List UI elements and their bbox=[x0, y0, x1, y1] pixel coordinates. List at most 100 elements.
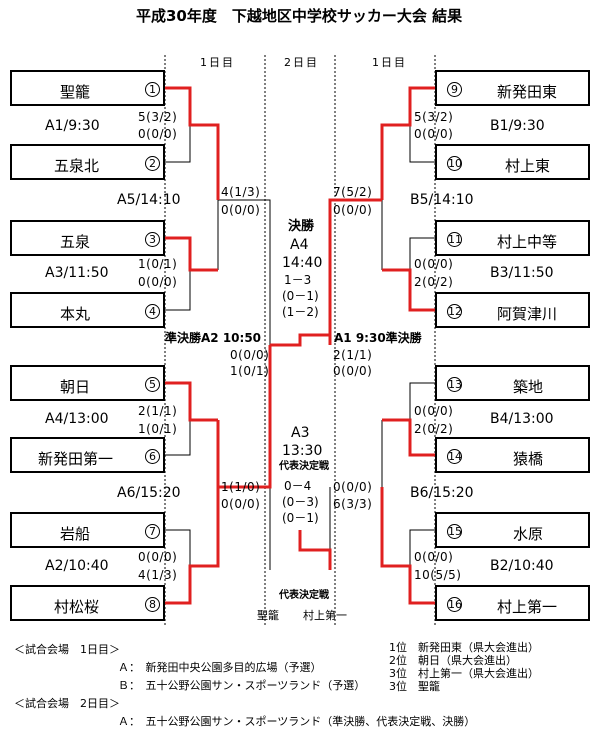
score: 5(3/2) bbox=[138, 110, 178, 124]
score: 5(3/2) bbox=[414, 110, 454, 124]
team-box: 16 村上第一 bbox=[435, 585, 590, 621]
team-box: 岩船 7 bbox=[10, 512, 165, 548]
day-label-right: 1日目 bbox=[372, 56, 407, 69]
match-label: B5/14:10 bbox=[410, 192, 474, 208]
team-box: 15 水原 bbox=[435, 512, 590, 548]
score: 0(0/0) bbox=[221, 203, 261, 217]
venue-day1-b: Ｂ： 五十公野公園サン・スポーツランド（予選） bbox=[118, 679, 366, 692]
score: 0(0/0) bbox=[333, 480, 373, 494]
seed-number: 1 bbox=[145, 82, 160, 97]
score: 0(0/0) bbox=[333, 203, 373, 217]
seed-number: 4 bbox=[145, 304, 160, 319]
team-box: 12 阿賀津川 bbox=[435, 292, 590, 328]
match-label: B6/15:20 bbox=[410, 485, 474, 501]
day-label-left: 1日目 bbox=[200, 56, 235, 69]
team-box: 11 村上中等 bbox=[435, 220, 590, 256]
score: 1(0/1) bbox=[230, 364, 270, 378]
seed-number: 12 bbox=[447, 304, 462, 319]
seed-number: 15 bbox=[447, 524, 462, 539]
semifinal-left-label: 準決勝A2 10:50 bbox=[165, 331, 262, 345]
score: 0(0/0) bbox=[221, 497, 261, 511]
team-name: 阿賀津川 bbox=[497, 305, 558, 323]
team-name: 朝日 bbox=[60, 378, 91, 396]
team-name: 五泉北 bbox=[54, 157, 100, 175]
score: 10(5/5) bbox=[414, 568, 462, 582]
playoff-label-bottom: 代表決定戦 bbox=[279, 590, 329, 601]
score: 2(0/2) bbox=[414, 422, 454, 436]
score: 0(0/0) bbox=[414, 550, 454, 564]
loser-lines bbox=[165, 125, 435, 570]
final-label: 決勝 bbox=[288, 219, 315, 234]
team-name: 水原 bbox=[513, 525, 544, 543]
final-score: 1－3 bbox=[284, 273, 312, 287]
day-label-center: 2日目 bbox=[284, 56, 319, 69]
team-box: 13 築地 bbox=[435, 365, 590, 401]
team-box: 新発田第一 6 bbox=[10, 437, 165, 473]
score: 7(5/2) bbox=[333, 185, 373, 199]
team-name: 村上東 bbox=[505, 157, 551, 175]
playoff-half2: (0－1) bbox=[282, 511, 319, 525]
seed-number: 6 bbox=[145, 449, 160, 464]
semifinal-right-label: A1 9:30準決勝 bbox=[334, 331, 422, 345]
team-box: 9 新発田東 bbox=[435, 70, 590, 106]
venue-day1-a: Ａ： 新発田中央公園多目的広場（予選） bbox=[118, 661, 322, 674]
team-name: 猿橋 bbox=[513, 450, 544, 468]
rank-4: 3位 聖籠 bbox=[389, 680, 440, 693]
team-name: 岩船 bbox=[60, 525, 91, 543]
team-name: 村上中等 bbox=[497, 233, 558, 251]
seed-number: 10 bbox=[447, 156, 462, 171]
match-label: A3/11:50 bbox=[45, 265, 109, 281]
team-name: 本丸 bbox=[60, 305, 91, 323]
team-name: 五泉 bbox=[60, 233, 91, 251]
playoff-team-left: 聖籠 bbox=[257, 609, 279, 622]
score: 0(0/0) bbox=[414, 127, 454, 141]
team-name: 村上第一 bbox=[497, 598, 558, 616]
score: 0(0/0) bbox=[414, 404, 454, 418]
team-name: 築地 bbox=[513, 378, 544, 396]
match-label: A5/14:10 bbox=[117, 192, 181, 208]
score: 2(0/2) bbox=[414, 275, 454, 289]
seed-number: 9 bbox=[447, 82, 462, 97]
seed-number: 7 bbox=[145, 524, 160, 539]
match-label: B2/10:40 bbox=[490, 558, 554, 574]
match-label: A6/15:20 bbox=[117, 485, 181, 501]
team-box: 10 村上東 bbox=[435, 144, 590, 180]
guide-lines bbox=[164, 55, 436, 625]
match-label: A2/10:40 bbox=[45, 558, 109, 574]
team-name: 新発田第一 bbox=[38, 450, 114, 468]
team-box: 14 猿橋 bbox=[435, 437, 590, 473]
rank-2: 2位 朝日（県大会進出） bbox=[389, 654, 517, 667]
seed-number: 8 bbox=[145, 597, 160, 612]
playoff-label: 代表決定戦 bbox=[279, 461, 329, 472]
score: 0(0/0) bbox=[230, 348, 270, 362]
match-label: B1/9:30 bbox=[490, 118, 545, 134]
seed-number: 14 bbox=[447, 449, 462, 464]
score: 2(1/1) bbox=[138, 404, 178, 418]
playoff-half1: (0－3) bbox=[282, 495, 319, 509]
seed-number: 5 bbox=[145, 377, 160, 392]
team-box: 朝日 5 bbox=[10, 365, 165, 401]
match-label: B3/11:50 bbox=[490, 265, 554, 281]
score: 0(0/0) bbox=[138, 550, 178, 564]
final-time: 14:40 bbox=[282, 255, 323, 271]
final-half2: (1－2) bbox=[282, 305, 319, 319]
final-venue: A4 bbox=[290, 237, 309, 253]
venue-day2-a: Ａ： 五十公野公園サン・スポーツランド（準決勝、代表決定戦、決勝） bbox=[118, 715, 476, 728]
team-name: 聖籠 bbox=[60, 83, 91, 101]
rank-3: 3位 村上第一（県大会進出） bbox=[389, 667, 539, 680]
score: 1(0/1) bbox=[138, 422, 178, 436]
match-label: A1/9:30 bbox=[45, 118, 100, 134]
playoff-venue: A3 bbox=[291, 425, 310, 441]
score: 2(1/1) bbox=[333, 348, 373, 362]
seed-number: 2 bbox=[145, 156, 160, 171]
venue-day1-heading: ＜試合会場 1日目＞ bbox=[14, 643, 120, 656]
winner-lines bbox=[165, 86, 435, 605]
playoff-time: 13:30 bbox=[282, 443, 323, 459]
seed-number: 13 bbox=[447, 377, 462, 392]
rank-1: 1位 新発田東（県大会進出） bbox=[389, 641, 539, 654]
score: 0(0/0) bbox=[333, 364, 373, 378]
score: 4(1/3) bbox=[138, 568, 178, 582]
page-title: 平成30年度 下越地区中学校サッカー大会 結果 bbox=[136, 7, 463, 25]
